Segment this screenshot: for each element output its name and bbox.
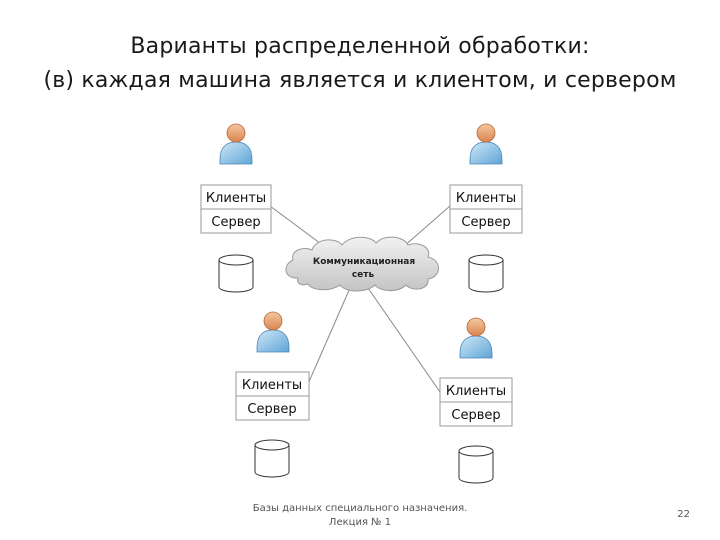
network-label-line-2: сеть <box>352 270 375 280</box>
network-links <box>269 205 451 393</box>
server-box <box>439 401 513 427</box>
network-node: Клиенты Сервер <box>235 311 310 478</box>
network-node: Клиенты Сервер <box>439 317 513 484</box>
user-icon <box>459 317 493 359</box>
server-label: Сервер <box>461 215 510 230</box>
server-label: Сервер <box>451 408 500 423</box>
client-box <box>449 184 523 210</box>
server-label: Сервер <box>247 402 296 417</box>
footer-line-1: Базы данных специального назначения. <box>252 503 468 514</box>
client-label: Клиенты <box>206 191 266 206</box>
client-box <box>200 184 272 210</box>
user-icon <box>469 123 503 165</box>
slide-title-line-2: (в) каждая машина является и клиентом, и… <box>43 68 677 93</box>
client-label: Клиенты <box>242 378 302 393</box>
network-label-line-1: Коммуникационная <box>313 257 415 267</box>
client-label: Клиенты <box>456 191 516 206</box>
client-label: Клиенты <box>446 384 506 399</box>
network-node: Клиенты Сервер <box>200 123 272 293</box>
slide-footer: Базы данных специального назначения. Лек… <box>250 502 470 530</box>
footer-line-2: Лекция № 1 <box>328 517 392 528</box>
database-icon <box>218 254 254 293</box>
communication-network-cloud: Коммуникационная сеть <box>285 236 439 292</box>
server-label: Сервер <box>211 215 260 230</box>
server-box <box>235 395 310 421</box>
network-node: Клиенты Сервер <box>449 123 523 293</box>
slide-title: Варианты распределенной обработки: (в) к… <box>0 30 720 98</box>
user-icon <box>256 311 290 353</box>
link-line <box>367 287 441 393</box>
database-icon <box>458 445 494 484</box>
database-icon <box>254 439 290 478</box>
cloud-shape <box>285 236 439 292</box>
link-line <box>307 287 351 385</box>
database-icon <box>468 254 504 293</box>
slide-title-line-1: Варианты распределенной обработки: <box>130 34 590 59</box>
server-box <box>200 208 272 234</box>
page-number: 22 <box>677 509 690 520</box>
client-box <box>235 371 310 397</box>
server-box <box>449 208 523 234</box>
user-icon <box>219 123 253 165</box>
